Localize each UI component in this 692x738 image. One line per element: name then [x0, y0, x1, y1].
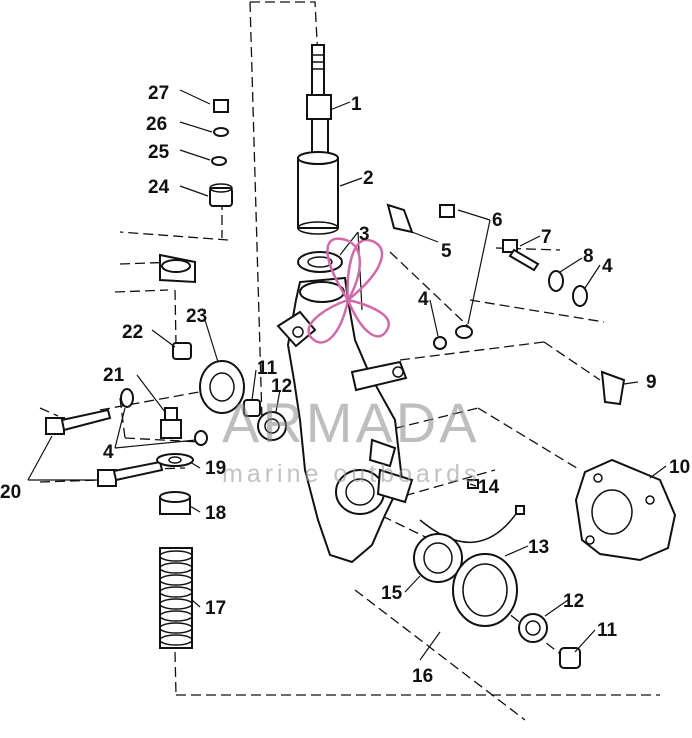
callout-8: 8 [583, 246, 594, 267]
callout-14: 14 [478, 477, 500, 498]
part-bolts-20 [45, 408, 164, 487]
callout-19: 19 [205, 458, 226, 479]
callout-4-right: 4 [602, 256, 613, 277]
leader-lines [27, 89, 667, 661]
callout-23: 23 [186, 306, 207, 327]
callout-6: 6 [492, 210, 503, 231]
callout-11-left: 11 [257, 358, 278, 379]
part-ring-15 [413, 533, 463, 583]
callout-17: 17 [205, 598, 226, 619]
part-bushing-18 [159, 491, 191, 515]
part-bushing [297, 251, 343, 273]
callout-18: 18 [205, 503, 226, 524]
callout-7: 7 [541, 227, 552, 248]
part-pump-housing-10 [574, 458, 677, 562]
part-nut-washer-stack [209, 99, 233, 207]
part-block-9 [600, 370, 626, 406]
part-washers-right [433, 270, 588, 350]
callout-11-right: 11 [597, 620, 618, 641]
part-steering-shaft [306, 44, 332, 160]
callout-4-left: 4 [103, 442, 114, 463]
callout-9: 9 [646, 372, 657, 393]
part-washer-nut-right [518, 613, 581, 669]
part-tab-bracket [386, 203, 414, 234]
part-sender-14 [419, 479, 525, 543]
mount-bracket [159, 253, 196, 284]
part-nut-washer-left [243, 399, 287, 441]
callout-21: 21 [103, 365, 125, 386]
callout-5: 5 [441, 241, 452, 262]
part-steering-housing [276, 276, 414, 564]
watermark-tagline: marine outboards [222, 460, 481, 488]
part-nut-6 [439, 204, 473, 339]
callout-20: 20 [0, 482, 21, 503]
callout-2: 2 [363, 168, 374, 189]
callout-25: 25 [148, 142, 170, 163]
callout-10: 10 [669, 457, 690, 478]
part-spring-17 [159, 547, 193, 649]
callout-16: 16 [412, 666, 433, 687]
part-bearing-13 [452, 553, 518, 627]
callout-15: 15 [381, 583, 403, 604]
callout-labels: 1 2 3 5 6 7 8 4 4 9 10 14 13 15 12 11 16… [0, 83, 690, 687]
callout-22: 22 [122, 322, 143, 343]
brand-logo-icon [307, 237, 390, 344]
part-grease-fitting [160, 407, 182, 439]
callout-27: 27 [148, 83, 169, 104]
part-fitting-22 [172, 342, 192, 360]
callout-4-mid: 4 [418, 289, 429, 310]
callout-13: 13 [528, 537, 549, 558]
callout-26: 26 [146, 114, 167, 135]
callout-1: 1 [351, 94, 362, 115]
part-cap-19 [156, 453, 194, 467]
callout-12-right: 12 [563, 591, 584, 612]
callout-12-left: 12 [271, 376, 292, 397]
part-bolt-7 [502, 239, 540, 272]
callout-3: 3 [359, 224, 370, 245]
watermark-brand: ARMADA [222, 391, 480, 454]
part-sleeve [297, 151, 339, 235]
watermark: ARMADA marine outboards [222, 237, 481, 488]
part-seal-23 [199, 360, 245, 414]
callout-24: 24 [148, 177, 170, 198]
assembly-lines [39, 1, 660, 721]
part-washers-left [120, 388, 208, 446]
